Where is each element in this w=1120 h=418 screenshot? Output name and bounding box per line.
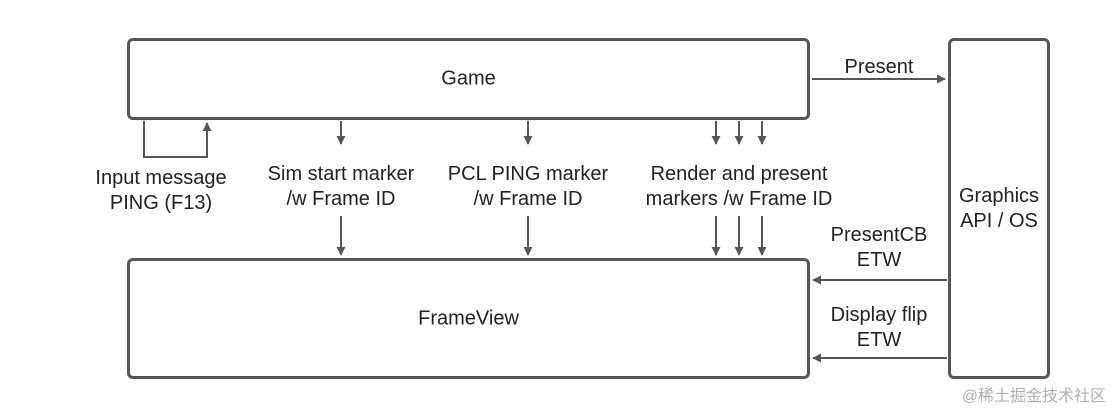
game-box: Game [127,38,810,120]
graphics-api-box: Graphics API / OS [948,38,1050,379]
presentcb-label: PresentCB ETW [817,223,941,273]
graphics-api-line-2: API / OS [960,210,1038,232]
pcl-ping-line-1: PCL PING marker [447,163,609,185]
pcl-ping-label: PCL PING marker /w Frame ID [428,162,628,212]
graphics-api-line-1: Graphics [958,185,1040,207]
graphics-api-label: Graphics API / OS [951,184,1047,234]
render-present-line-1: Render and present [650,163,828,185]
watermark: @稀土掘金技术社区 [961,388,1106,405]
input-message-label: Input message PING (F13) [74,166,248,216]
sim-start-line-1: Sim start marker [267,163,415,185]
input-message-line-1: Input message [95,167,227,189]
render-present-line-2: markers /w Frame ID [645,188,833,210]
input-loop-arrow [143,121,212,158]
game-box-label: Game [441,67,496,90]
display-flip-label: Display flip ETW [817,303,941,353]
present-label: Present [820,55,938,80]
frameview-box: FrameView [127,258,810,379]
input-message-line-2: PING (F13) [109,192,213,214]
frameview-box-label: FrameView [418,307,519,329]
render-present-label: Render and present markers /w Frame ID [629,162,849,212]
sim-start-line-2: /w Frame ID [286,188,396,210]
present-label-text: Present [844,56,914,78]
pcl-ping-line-2: /w Frame ID [473,188,583,210]
display-flip-line-2: ETW [856,329,902,351]
presentcb-line-1: PresentCB [830,224,928,246]
display-flip-line-1: Display flip [830,304,928,326]
presentcb-line-2: ETW [856,249,902,271]
sim-start-label: Sim start marker /w Frame ID [251,162,431,212]
